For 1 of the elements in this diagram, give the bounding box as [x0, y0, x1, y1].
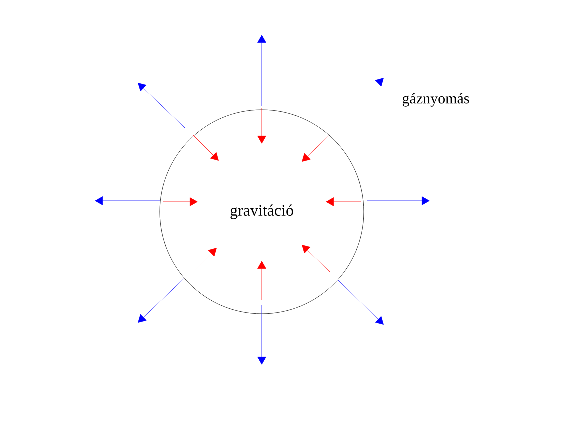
force-label: gáznyomás [402, 93, 470, 107]
